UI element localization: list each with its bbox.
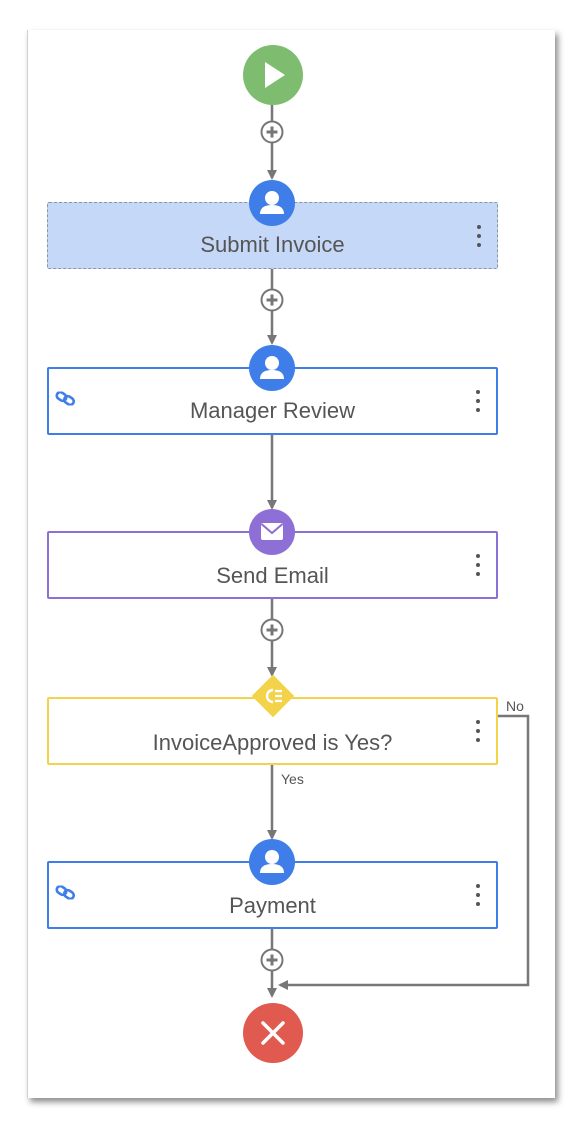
- play-icon: [243, 45, 303, 105]
- envelope-icon: [249, 509, 295, 555]
- task-send-email[interactable]: Send Email: [47, 531, 498, 599]
- add-step-button[interactable]: [260, 948, 284, 972]
- task-label: Submit Invoice: [200, 232, 345, 257]
- plus-circle-icon: [260, 120, 284, 144]
- plus-circle-icon: [260, 288, 284, 312]
- email-task-badge: [248, 508, 296, 561]
- plus-circle-icon: [260, 618, 284, 642]
- kebab-menu-icon[interactable]: [474, 554, 482, 576]
- user-task-badge: [248, 344, 296, 397]
- add-step-button[interactable]: [260, 120, 284, 144]
- user-icon: [249, 345, 295, 391]
- user-task-badge: [248, 179, 296, 232]
- end-event[interactable]: [243, 1003, 303, 1063]
- plus-circle-icon: [260, 948, 284, 972]
- kebab-menu-icon[interactable]: [474, 720, 482, 742]
- user-icon: [249, 839, 295, 885]
- add-step-button[interactable]: [260, 618, 284, 642]
- no-branch-label: No: [506, 698, 524, 714]
- user-task-badge: [248, 838, 296, 891]
- start-event[interactable]: [243, 45, 303, 105]
- link-icon[interactable]: [55, 884, 77, 905]
- connector-no-branch: [278, 714, 530, 990]
- condition-label: InvoiceApproved is Yes?: [152, 730, 393, 755]
- yes-branch-label: Yes: [281, 771, 304, 787]
- task-label: Payment: [229, 893, 316, 918]
- close-icon: [243, 1003, 303, 1063]
- kebab-menu-icon[interactable]: [474, 390, 482, 412]
- add-step-button[interactable]: [260, 288, 284, 312]
- condition-badge: [250, 673, 296, 724]
- user-icon: [249, 180, 295, 226]
- task-label: Send Email: [216, 563, 329, 588]
- kebab-menu-icon[interactable]: [475, 224, 483, 247]
- condition-icon: [251, 674, 295, 718]
- task-label: Manager Review: [189, 398, 356, 423]
- kebab-menu-icon[interactable]: [474, 884, 482, 906]
- link-icon[interactable]: [55, 390, 77, 411]
